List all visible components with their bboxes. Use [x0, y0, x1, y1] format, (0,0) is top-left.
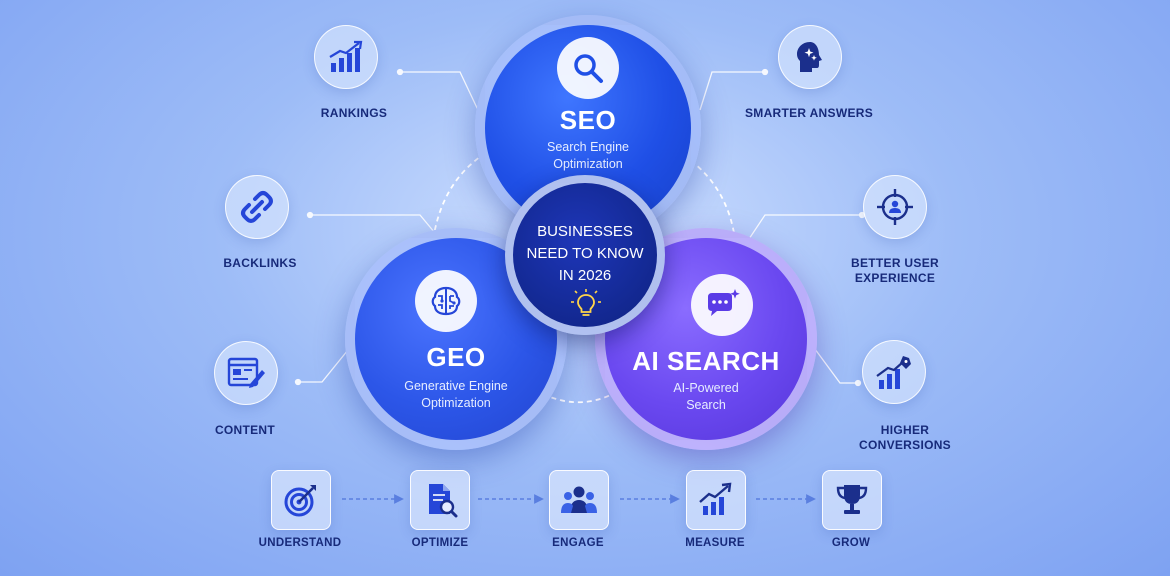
line-chart-icon: [686, 470, 746, 530]
connector-higher-conversions: [811, 344, 858, 384]
bar-chart-up-icon: [314, 25, 378, 89]
document-search-icon: [410, 470, 470, 530]
connector-content: [298, 344, 353, 383]
step-label-optimize: OPTIMIZE: [411, 537, 469, 549]
group-icon: [549, 470, 609, 530]
lightbulb-icon: [569, 287, 603, 326]
chain-link-icon: [225, 175, 289, 239]
seo-title: SEO: [559, 105, 617, 135]
step-label-measure: MEASURE: [685, 537, 745, 549]
center-heading: BUSINESSES NEED TO KNOW IN 2026: [526, 223, 644, 284]
geo-title: GEO: [426, 342, 486, 372]
search-icon: [557, 37, 619, 99]
backlinks-label: BACKLINKS: [223, 256, 297, 270]
brain-circuit-icon: [415, 270, 477, 332]
browser-edit-icon: [214, 341, 278, 405]
target-arrow-icon: [271, 470, 331, 530]
step-label-understand: UNDERSTAND: [258, 537, 342, 549]
step-label-grow: GROW: [831, 537, 871, 549]
cycle-arrow-seo-geo: [426, 143, 503, 254]
user-target-icon: [863, 175, 927, 239]
connector-smarter-answers: [699, 71, 765, 111]
trophy-icon: [822, 470, 882, 530]
smarter-answers-label: SMARTER ANSWERS: [744, 106, 874, 120]
cycle-arrow-seo-ai: [663, 143, 742, 254]
content-label: CONTENT: [214, 423, 276, 437]
connector-rankings: [400, 71, 479, 111]
center-circle: BUSINESSES NEED TO KNOW IN 2026: [505, 175, 665, 335]
ai-search-title: AI SEARCH: [632, 346, 780, 376]
step-label-engage: ENGAGE: [552, 537, 604, 549]
connector-better-ux: [744, 214, 862, 246]
rankings-label: RANKINGS: [320, 106, 388, 120]
chat-sparkle-icon: [691, 274, 753, 336]
head-sparkle-icon: [778, 25, 842, 89]
growth-rocket-icon: [862, 340, 926, 404]
